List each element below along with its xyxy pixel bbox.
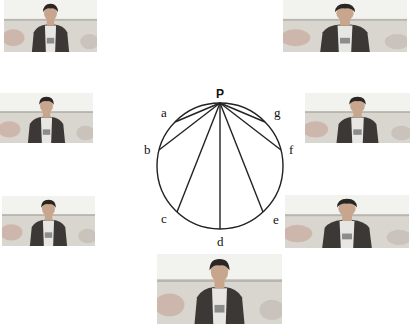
circle xyxy=(157,103,283,229)
photo xyxy=(283,195,412,248)
chord xyxy=(177,103,220,212)
point-label: f xyxy=(289,143,293,157)
chord xyxy=(220,103,281,150)
point-label: e xyxy=(273,213,279,227)
point-label: b xyxy=(144,143,151,157)
point-label: a xyxy=(161,106,167,120)
photo xyxy=(2,0,99,52)
photo xyxy=(155,254,285,324)
photo xyxy=(303,93,412,143)
chord xyxy=(219,103,220,229)
photo xyxy=(0,196,97,246)
photo xyxy=(281,0,410,52)
point-label: P xyxy=(216,87,224,101)
point-label: d xyxy=(217,235,224,249)
photo xyxy=(0,93,95,143)
point-label: g xyxy=(274,106,281,120)
chord xyxy=(220,103,265,122)
point-label: c xyxy=(161,212,167,226)
